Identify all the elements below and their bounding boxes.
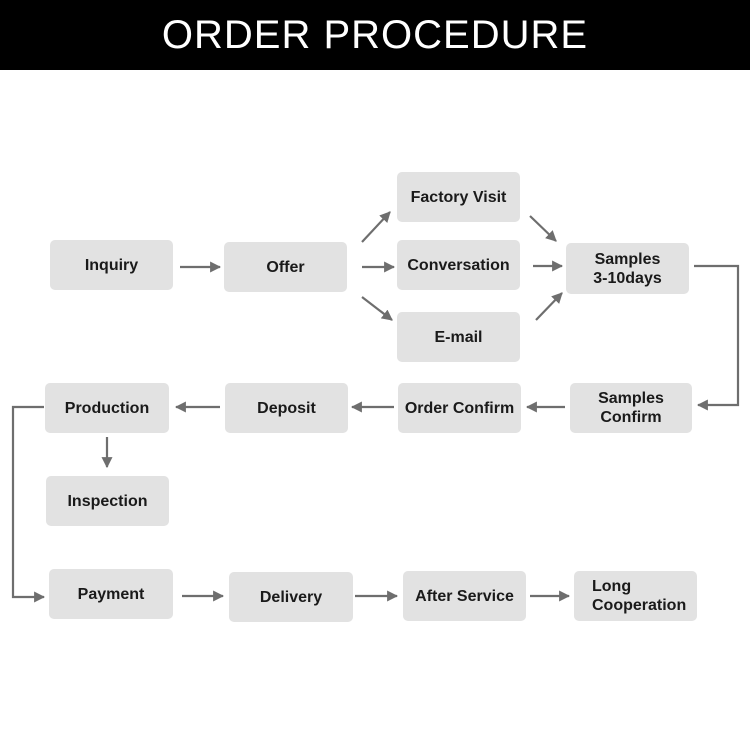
arrow-production-payment	[11, 405, 46, 603]
node-inquiry-label: Inquiry	[84, 256, 139, 274]
node-deposit: Deposit	[225, 383, 348, 433]
arrow-offer-email	[361, 296, 393, 321]
arrow-samples-samples-confirm	[694, 264, 740, 411]
node-order-confirm: Order Confirm	[398, 383, 521, 433]
node-payment: Payment	[49, 569, 173, 619]
arrow-email-samples	[535, 292, 563, 321]
node-email-label: E-mail	[434, 328, 483, 346]
node-samples-label: Samples 3-10days	[593, 250, 662, 287]
node-inspection: Inspection	[46, 476, 169, 526]
node-inquiry: Inquiry	[50, 240, 173, 290]
node-long-cooperation-label: Long Cooperation	[592, 578, 687, 614]
node-production: Production	[45, 383, 169, 433]
node-offer-label: Offer	[266, 258, 305, 276]
node-conversation: Conversation	[397, 240, 520, 290]
node-offer: Offer	[224, 242, 347, 292]
node-order-confirm-label: Order Confirm	[404, 399, 515, 417]
arrow-offer-factory-visit	[361, 211, 391, 243]
node-conversation-label: Conversation	[407, 256, 510, 274]
node-factory-visit-label: Factory Visit	[410, 188, 507, 206]
node-production-label: Production	[64, 399, 150, 417]
node-deposit-label: Deposit	[257, 399, 316, 417]
node-samples-confirm-label: Samples Confirm	[598, 390, 664, 426]
node-after-service-label: After Service	[415, 587, 514, 605]
page-title: ORDER PROCEDURE	[161, 12, 589, 57]
node-long-cooperation: Long Cooperation	[574, 571, 697, 621]
node-inspection-label: Inspection	[67, 492, 148, 510]
node-payment-label: Payment	[77, 585, 145, 603]
node-factory-visit: Factory Visit	[397, 172, 520, 222]
node-samples-confirm: Samples Confirm	[570, 383, 692, 433]
node-samples: Samples 3-10days	[566, 243, 689, 294]
arrow-factory-visit-samples	[529, 215, 557, 242]
node-email: E-mail	[397, 312, 520, 362]
node-after-service: After Service	[403, 571, 526, 621]
header-banner: ORDER PROCEDURE	[0, 0, 750, 70]
node-delivery-label: Delivery	[259, 588, 323, 606]
node-delivery: Delivery	[229, 572, 353, 622]
